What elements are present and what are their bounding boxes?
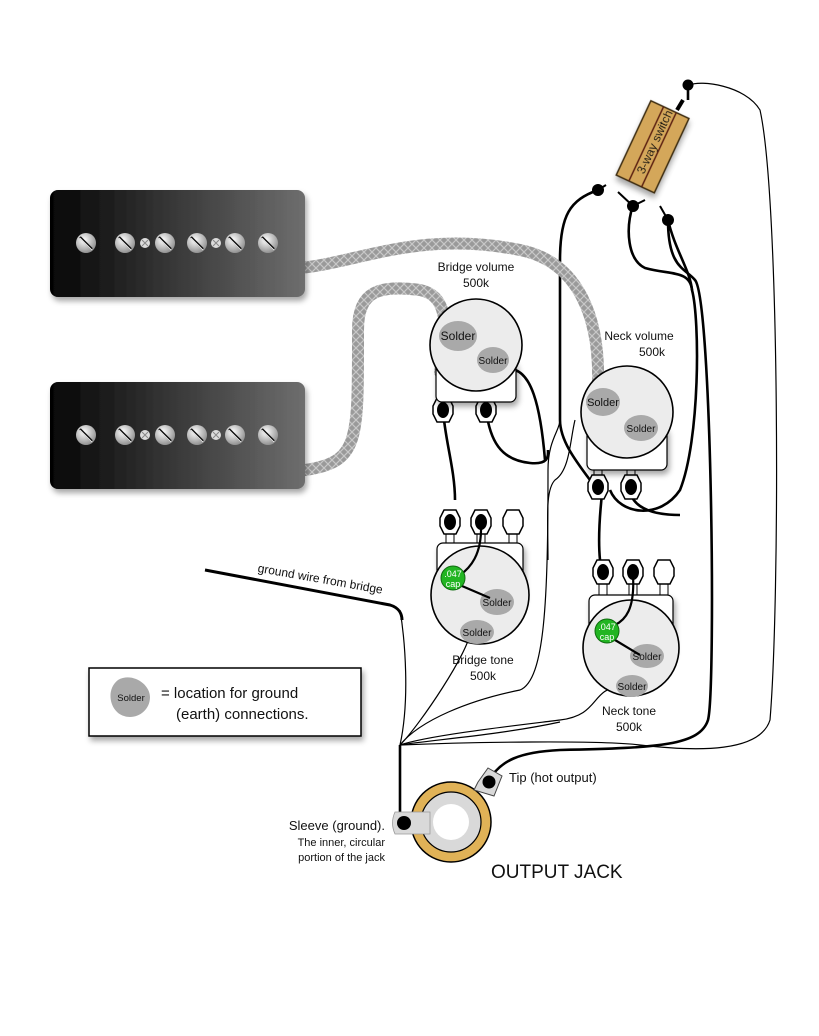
solder-label: Solder	[627, 424, 657, 435]
pole-screw	[258, 425, 278, 445]
pole-magnet	[211, 430, 221, 440]
pickup-cover	[50, 382, 305, 489]
solder-label: Solder	[463, 628, 493, 639]
sleeve-label-line-1: Sleeve (ground).	[289, 818, 385, 833]
solder-label: Solder	[618, 682, 648, 693]
tip-label: Tip (hot output)	[509, 770, 597, 785]
pole-screw	[225, 233, 245, 253]
legend-solder-swatch	[110, 677, 150, 718]
solder-blob: Solder	[477, 347, 509, 373]
legend: Solder = location for ground (earth) con…	[88, 667, 362, 737]
pole-screw	[258, 233, 278, 253]
ground-wires	[399, 82, 778, 750]
solder-label: Solder	[483, 598, 513, 609]
sleeve-solder-point	[397, 816, 411, 830]
three-way-switch: 3-way switch	[592, 79, 694, 226]
pot-lug	[653, 559, 675, 585]
pickup-neck	[50, 382, 305, 489]
tip-solder-point	[482, 775, 496, 789]
pole-screw	[187, 425, 207, 445]
bridge-tone-value: 500k	[470, 669, 497, 683]
pole-screw	[155, 233, 175, 253]
neck-volume-value: 500k	[639, 345, 666, 359]
cap-label: cap	[600, 632, 615, 642]
pickup-cover	[50, 190, 305, 297]
solder-blob: Solder	[480, 589, 514, 615]
ground-wire-from-bridge	[204, 568, 404, 621]
pole-screw	[187, 233, 207, 253]
solder-label: Solder	[633, 652, 663, 663]
jack-hole	[433, 804, 469, 840]
bridge-volume-label: Bridge volume	[438, 260, 515, 274]
legend-line-1: = location for ground	[161, 685, 298, 702]
sleeve-label-line-3: portion of the jack	[298, 852, 385, 864]
output-jack: Tip (hot output) Sleeve (ground). The in…	[289, 767, 623, 883]
legend-line-2: (earth) connections.	[176, 706, 309, 723]
pole-screw	[225, 425, 245, 445]
solder-blob: Solder	[460, 620, 494, 644]
solder-blob: Solder	[586, 388, 620, 416]
pole-magnet	[140, 430, 150, 440]
bridge-tone-label: Bridge tone	[452, 653, 514, 667]
solder-label: Solder	[479, 356, 509, 367]
neck-tone-label: Neck tone	[602, 704, 656, 718]
pole-screw	[155, 425, 175, 445]
bridge-pickup-cable	[294, 237, 605, 391]
pot-lug	[502, 509, 524, 535]
cap-value: .047	[444, 569, 462, 579]
solder-blob: Solder	[616, 675, 648, 697]
cap-label: cap	[446, 579, 461, 589]
neck-tone-value: 500k	[616, 720, 643, 734]
pole-magnet	[140, 238, 150, 248]
neck-volume-label: Neck volume	[604, 329, 674, 343]
legend-solder-text: Solder	[117, 693, 144, 704]
solder-blob: Solder	[630, 644, 664, 668]
switch-lug	[682, 79, 694, 91]
pole-screw	[76, 233, 96, 253]
bridge-volume-value: 500k	[463, 276, 490, 290]
pole-magnet	[211, 238, 221, 248]
neck-pickup-cable	[299, 282, 451, 476]
pickup-bridge	[50, 190, 305, 297]
pole-screw	[115, 425, 135, 445]
solder-blob: Solder	[439, 321, 477, 351]
output-jack-title: OUTPUT JACK	[491, 862, 623, 883]
pole-screw	[115, 233, 135, 253]
signal-wires	[398, 85, 714, 830]
solder-label: Solder	[587, 397, 619, 409]
pole-pieces	[76, 233, 278, 253]
pole-screw	[76, 425, 96, 445]
cap-value: .047	[598, 622, 616, 632]
sleeve-label-line-2: The inner, circular	[298, 837, 386, 849]
solder-label: Solder	[441, 329, 476, 343]
solder-blob: Solder	[624, 415, 658, 441]
pole-pieces	[76, 425, 278, 445]
